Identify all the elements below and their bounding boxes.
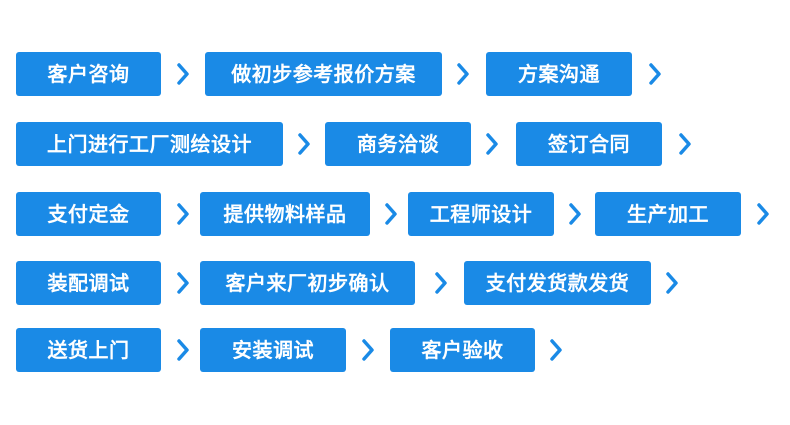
chevron-right-icon <box>176 63 190 85</box>
chevron-right-icon <box>678 133 692 155</box>
chevron-right-icon <box>176 272 190 294</box>
step-customer-factory-check: 客户来厂初步确认 <box>200 261 415 305</box>
chevron-right-icon <box>456 63 470 85</box>
step-provide-samples: 提供物料样品 <box>200 192 370 236</box>
flow-row-5: 送货上门 安装调试 客户验收 <box>0 328 790 372</box>
step-pay-deposit: 支付定金 <box>16 192 161 236</box>
step-sign-contract: 签订合同 <box>516 122 662 166</box>
chevron-right-icon <box>568 203 582 225</box>
step-pay-and-ship: 支付发货款发货 <box>464 261 651 305</box>
step-plan-communication: 方案沟通 <box>486 52 632 96</box>
flow-row-1: 客户咨询 做初步参考报价方案 方案沟通 <box>0 52 790 96</box>
chevron-right-icon <box>549 339 563 361</box>
step-installation: 安装调试 <box>200 328 346 372</box>
chevron-right-icon <box>176 339 190 361</box>
chevron-right-icon <box>665 272 679 294</box>
chevron-right-icon <box>648 63 662 85</box>
flow-row-3: 支付定金 提供物料样品 工程师设计 生产加工 <box>0 192 790 236</box>
flow-row-4: 装配调试 客户来厂初步确认 支付发货款发货 <box>0 261 790 305</box>
chevron-right-icon <box>361 339 375 361</box>
chevron-right-icon <box>485 133 499 155</box>
chevron-right-icon <box>434 272 448 294</box>
step-engineer-design: 工程师设计 <box>408 192 554 236</box>
chevron-right-icon <box>384 203 398 225</box>
chevron-right-icon <box>176 203 190 225</box>
step-assembly-debugging: 装配调试 <box>16 261 161 305</box>
chevron-right-icon <box>756 203 770 225</box>
step-customer-consultation: 客户咨询 <box>16 52 161 96</box>
step-onsite-survey-design: 上门进行工厂测绘设计 <box>16 122 283 166</box>
step-preliminary-quote: 做初步参考报价方案 <box>205 52 442 96</box>
step-business-negotiation: 商务洽谈 <box>325 122 471 166</box>
step-customer-acceptance: 客户验收 <box>390 328 535 372</box>
flow-row-2: 上门进行工厂测绘设计 商务洽谈 签订合同 <box>0 122 790 166</box>
step-delivery: 送货上门 <box>16 328 161 372</box>
chevron-right-icon <box>297 133 311 155</box>
step-production: 生产加工 <box>595 192 741 236</box>
